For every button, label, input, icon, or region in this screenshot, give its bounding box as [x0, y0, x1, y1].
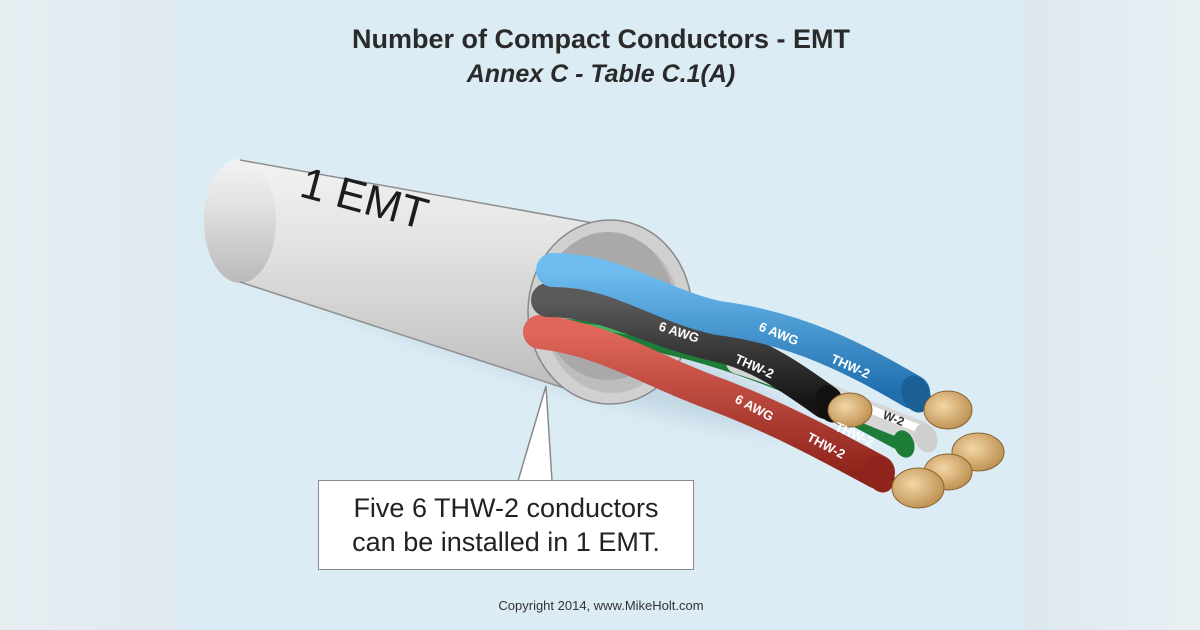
conduit-body: [240, 160, 610, 403]
blue-wire: [536, 253, 930, 409]
conduit-back-end: [204, 159, 276, 283]
copyright-notice: Copyright 2014, www.MikeHolt.com: [498, 598, 704, 613]
blue-wire-end: [901, 375, 931, 413]
blue-wire-copper: [923, 390, 973, 430]
red-wire-copper: [891, 467, 945, 509]
callout-line-2: can be installed in 1 EMT.: [352, 527, 660, 557]
green-wire-end: [893, 430, 915, 458]
black-wire-copper: [827, 392, 873, 428]
illustration-panel: Number of Compact Conductors - EMT Annex…: [178, 0, 1024, 630]
conduit-illustration: 1 EMT 6 AWG THW-2 6 AWG THW-2 W-2 THW-2 …: [204, 158, 1005, 509]
callout-pointer: [516, 385, 553, 482]
diagram-subtitle: Annex C - Table C.1(A): [466, 60, 736, 88]
diagram-title: Number of Compact Conductors - EMT: [352, 24, 850, 54]
white-wire-end: [914, 423, 938, 453]
red-wire: [523, 315, 895, 489]
black-wire: [531, 283, 843, 419]
red-wire-end: [865, 455, 895, 493]
right-margin: [1024, 0, 1200, 630]
callout-line-1: Five 6 THW-2 conductors: [353, 493, 659, 523]
left-margin: [0, 0, 178, 630]
callout-box: Five 6 THW-2 conductors can be installed…: [318, 480, 694, 570]
